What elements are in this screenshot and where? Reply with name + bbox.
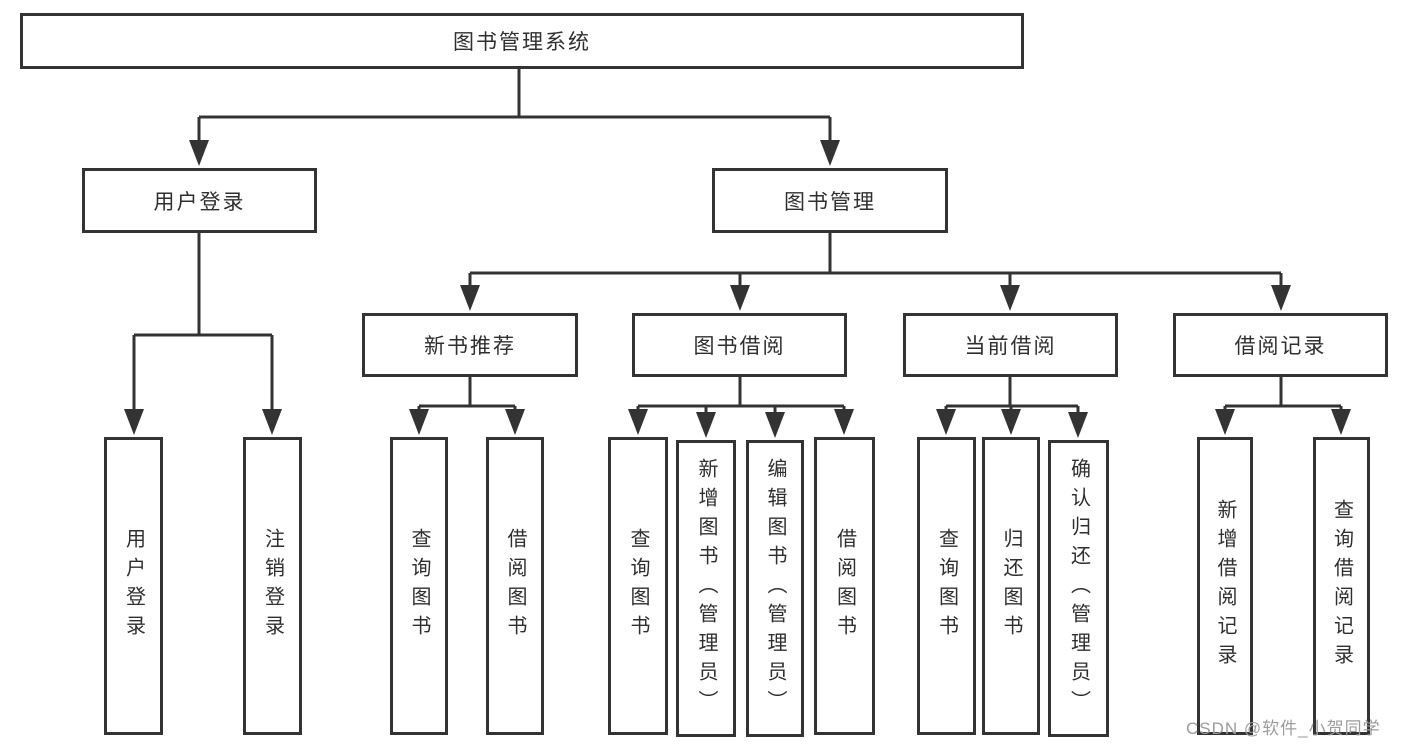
leaf-add-book-admin: 新增图书（管理员） <box>676 440 736 737</box>
node-book-management: 图书管理 <box>712 168 948 233</box>
node-current-borrow-label: 当前借阅 <box>964 335 1057 358</box>
leaf-query-books-recommend-label: 查询图书 <box>408 528 430 644</box>
leaf-query-books-current-label: 查询图书 <box>935 528 958 644</box>
leaf-query-books-recommend: 查询图书 <box>390 437 448 735</box>
node-current-borrow: 当前借阅 <box>903 313 1118 377</box>
leaf-return-book-label: 归还图书 <box>1000 528 1022 644</box>
node-book-management-label: 图书管理 <box>784 190 876 214</box>
node-library-system: 图书管理系统 <box>20 13 1024 69</box>
leaf-borrow-books-label: 借阅图书 <box>833 528 856 644</box>
node-new-book-recommend-label: 新书推荐 <box>424 335 516 358</box>
leaf-query-books-borrow-label: 查询图书 <box>627 528 649 644</box>
leaf-return-book: 归还图书 <box>982 437 1040 735</box>
leaf-edit-book-admin: 编辑图书（管理员） <box>746 440 804 737</box>
leaf-confirm-return-admin: 确认归还（管理员） <box>1048 440 1109 737</box>
node-book-borrow: 图书借阅 <box>632 313 847 377</box>
leaf-confirm-return-admin-label: 确认归还（管理员） <box>1067 458 1090 719</box>
node-user-login-label: 用户登录 <box>153 190 246 214</box>
leaf-query-borrow-record: 查询借阅记录 <box>1313 437 1370 735</box>
node-new-book-recommend: 新书推荐 <box>362 313 578 377</box>
node-borrow-records-label: 借阅记录 <box>1234 335 1327 358</box>
leaf-user-login: 用户登录 <box>104 437 163 735</box>
leaf-borrow-books: 借阅图书 <box>814 437 875 735</box>
leaf-logout: 注销登录 <box>243 437 302 735</box>
node-book-borrow-label: 图书借阅 <box>693 335 786 358</box>
node-user-login: 用户登录 <box>82 168 317 233</box>
leaf-query-books-borrow: 查询图书 <box>608 437 668 735</box>
leaf-add-borrow-record: 新增借阅记录 <box>1197 437 1253 735</box>
csdn-watermark: CSDN @软件_小贺同学 <box>1186 719 1381 738</box>
leaf-logout-label: 注销登录 <box>261 528 284 644</box>
leaf-add-book-admin-label: 新增图书（管理员） <box>695 458 717 719</box>
leaf-borrow-books-recommend: 借阅图书 <box>486 437 544 735</box>
leaf-borrow-books-recommend-label: 借阅图书 <box>504 528 526 644</box>
leaf-query-books-current: 查询图书 <box>917 437 976 735</box>
arrowhead-icons <box>124 140 1351 438</box>
node-borrow-records: 借阅记录 <box>1173 313 1388 377</box>
node-library-system-label: 图书管理系统 <box>453 31 591 54</box>
leaf-query-borrow-record-label: 查询借阅记录 <box>1330 499 1353 673</box>
leaf-add-borrow-record-label: 新增借阅记录 <box>1214 499 1236 673</box>
leaf-user-login-label: 用户登录 <box>122 528 145 644</box>
leaf-edit-book-admin-label: 编辑图书（管理员） <box>764 458 786 719</box>
